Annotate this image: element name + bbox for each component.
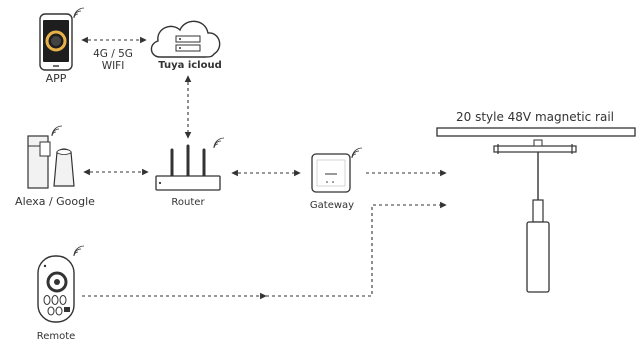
app-label: APP: [45, 72, 67, 85]
remote-label: Remote: [36, 331, 76, 342]
magnetic-rail-icon: [436, 127, 636, 154]
router-icon: [155, 144, 221, 191]
cloud-icon: [150, 20, 221, 58]
wifi-signal-icon: [351, 147, 363, 159]
gateway-icon: [311, 153, 351, 193]
remote-icon: [37, 255, 75, 323]
router-label: Router: [171, 197, 205, 208]
smart-speaker-icon: [27, 135, 75, 189]
wifi-signal-icon: [213, 137, 225, 149]
gateway-label: Gateway: [309, 200, 355, 211]
wifi-signal-icon: [51, 125, 63, 137]
phone-icon: [39, 13, 73, 71]
cloud-label: Tuya icloud: [158, 60, 222, 71]
link-app-cloud-line2: WIFI: [101, 60, 125, 72]
pendant-light-icon: [526, 152, 550, 293]
wifi-signal-icon: [73, 245, 85, 257]
wifi-signal-icon: [73, 7, 85, 19]
connector-remote-rail: [266, 201, 447, 297]
alexa-label: Alexa / Google: [15, 195, 95, 208]
link-app-cloud-line1: 4G / 5G: [93, 48, 133, 60]
rail-label: 20 style 48V magnetic rail: [455, 110, 615, 124]
